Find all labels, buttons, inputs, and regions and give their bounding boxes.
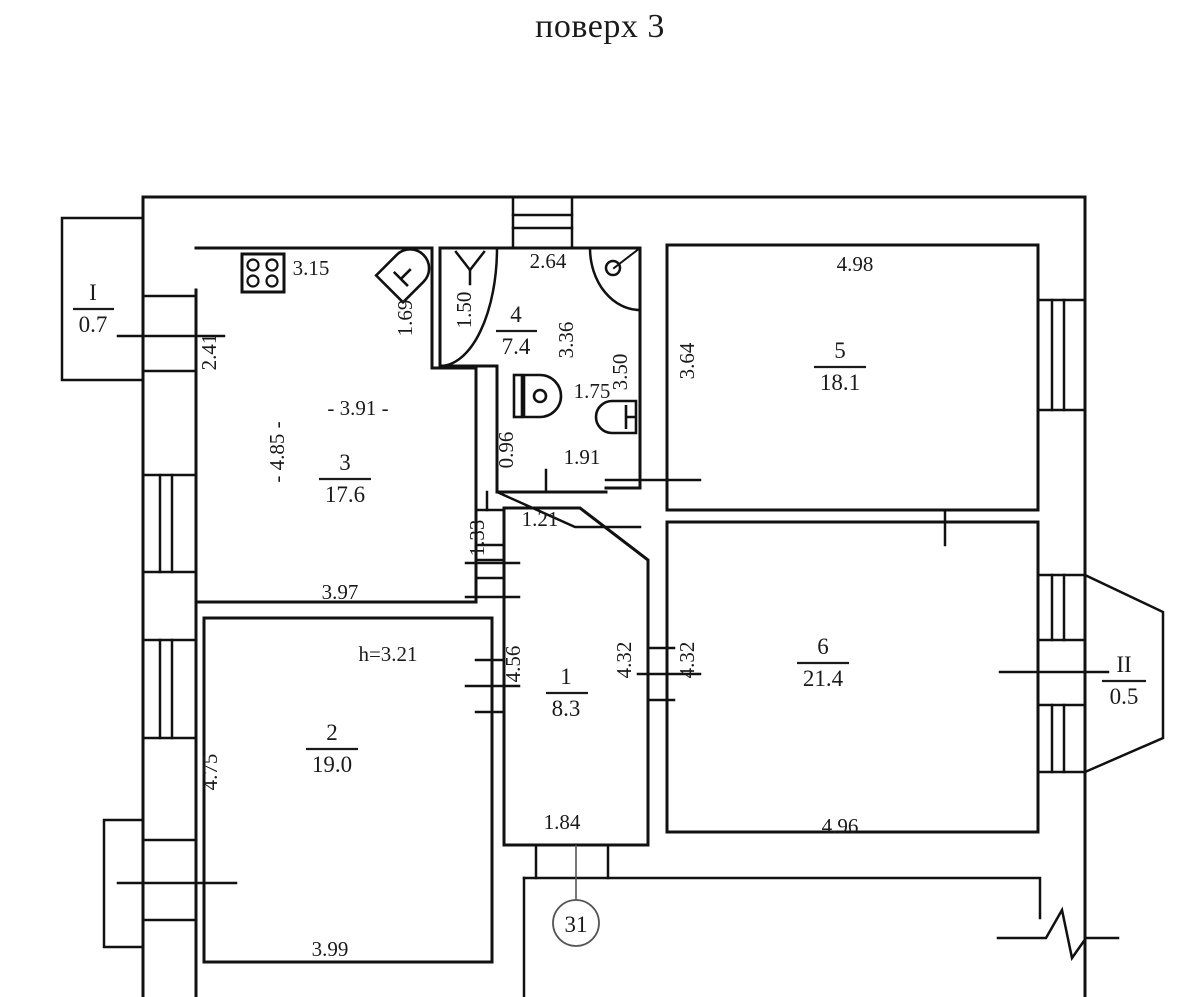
- room-3-label: 3 17.6: [319, 450, 371, 507]
- bathroom-block-outline: [438, 246, 642, 490]
- dim-corridor-right: 4.32: [612, 642, 636, 679]
- dimensions-vertical: 2.41 1.69 - 4.85 - 1.33 1.50 3.36 3.50 0…: [197, 292, 699, 791]
- dim-corridor-left: 4.56: [501, 646, 525, 683]
- dim-kitchen-bottom: 3.97: [322, 580, 359, 604]
- ceiling-height-label: h=3.21: [358, 642, 417, 666]
- balcony-II-label: II 0.5: [1102, 652, 1146, 709]
- balcony-II-area: 0.5: [1110, 684, 1139, 709]
- shower-icon: [454, 250, 486, 286]
- room-3-number: 3: [339, 450, 351, 475]
- room-2-label: 2 19.0: [306, 720, 358, 777]
- apartment-number-text: 31: [565, 912, 588, 937]
- room-1-number: 1: [560, 664, 572, 689]
- room-2-outline: [202, 616, 494, 964]
- room-6-area: 21.4: [803, 666, 844, 691]
- room-6-outline: [665, 520, 1040, 834]
- page-title: поверх 3: [535, 8, 665, 45]
- room-5-area: 18.1: [820, 370, 860, 395]
- dim-bath-right-height: 3.50: [608, 354, 632, 391]
- balcony-II-outline: [1083, 573, 1165, 774]
- stove-icon: [240, 252, 286, 294]
- dim-corridor-top: 1.21: [522, 507, 559, 531]
- room-5-label: 5 18.1: [814, 338, 866, 395]
- dim-bath-toilet-width: 1.75: [574, 379, 611, 403]
- balcony-I-label: I 0.7: [73, 280, 114, 337]
- dim-room5-top: 4.98: [837, 252, 874, 276]
- break-line-symbol: [996, 906, 1120, 962]
- window-left-upper: [141, 473, 198, 574]
- room-5-number: 5: [834, 338, 846, 363]
- room-1-area: 8.3: [552, 696, 581, 721]
- apartment-callout: 31: [552, 845, 600, 947]
- window-room-5-right: [1036, 298, 1087, 412]
- room-1-label: 1 8.3: [546, 664, 588, 721]
- dim-bath-top: 2.64: [530, 249, 567, 273]
- balcony-I-number: I: [89, 280, 97, 305]
- room-5-outline: [665, 243, 1040, 512]
- toilet-icon: [512, 373, 563, 419]
- window-room-6-upper: [1036, 573, 1087, 642]
- dim-kitchen-inner-width: - 3.91 -: [327, 396, 388, 420]
- washbasin-icon: [594, 399, 638, 435]
- dim-kitchen-sink-wall: 1.69: [393, 300, 417, 337]
- room-4-number: 4: [510, 302, 522, 327]
- room-6-number: 6: [817, 634, 829, 659]
- room-labels-layer: 1 8.3 2 19.0 3 17.6 4 7.4: [306, 302, 866, 777]
- balcony-I-outline: [60, 216, 145, 382]
- dim-room6-left: 4.32: [675, 642, 699, 679]
- dim-kitchen-notch: 1.33: [465, 520, 489, 557]
- window-left-lower: [141, 638, 198, 740]
- dim-room2-left: 4.75: [198, 754, 222, 791]
- room-2-number: 2: [326, 720, 338, 745]
- dimensions-horizontal: 3.15 - 3.91 - 3.97 2.64 1.75 1.91 4.98 4…: [293, 249, 874, 961]
- dim-corridor-bottom: 1.84: [544, 810, 581, 834]
- dim-bath-left: 1.50: [452, 292, 476, 329]
- walls-layer: [60, 195, 1165, 997]
- room-3-outline: [194, 246, 478, 604]
- room-6-label: 6 21.4: [797, 634, 849, 691]
- dim-bath-mid-height: 3.36: [554, 322, 578, 359]
- window-bathroom-top: [511, 195, 574, 250]
- kitchen-sink-icon: [374, 248, 431, 305]
- window-room-6-lower: [1036, 703, 1087, 774]
- door-arc-room-4: [438, 246, 499, 368]
- dim-kitchen-left-wall: 2.41: [197, 334, 221, 371]
- dim-bath-bottom-left: 0.96: [494, 432, 518, 469]
- dim-room6-bottom: 4.96: [822, 814, 859, 838]
- balcony-labels-layer: I 0.7 II 0.5: [73, 280, 1146, 709]
- landing-outline: [522, 876, 1042, 920]
- corridor-angled-wall-outer: [495, 490, 642, 529]
- door-knob-icon: [604, 259, 622, 277]
- door-arc-bathroom-right: [588, 246, 642, 312]
- dim-room5-left: 3.64: [675, 342, 699, 379]
- dim-room2-bottom: 3.99: [312, 937, 349, 961]
- apartment-number-circle: [552, 899, 600, 947]
- dim-kitchen-top: 3.15: [293, 256, 330, 280]
- balcony-II-number: II: [1116, 652, 1131, 677]
- room-4-label: 4 7.4: [496, 302, 537, 359]
- room-4-area: 7.4: [502, 334, 531, 359]
- fixtures-layer: [240, 248, 638, 435]
- room-2-area: 19.0: [312, 752, 352, 777]
- balcony-I-area: 0.7: [79, 312, 108, 337]
- door-handle-line: [612, 246, 642, 270]
- corridor-outline: [502, 506, 650, 847]
- dim-kitchen-inner-height: - 4.85 -: [265, 421, 289, 482]
- balcony-lower-left-outline: [102, 818, 145, 949]
- dim-bath-bottom: 1.91: [564, 445, 601, 469]
- room-3-area: 17.6: [325, 482, 365, 507]
